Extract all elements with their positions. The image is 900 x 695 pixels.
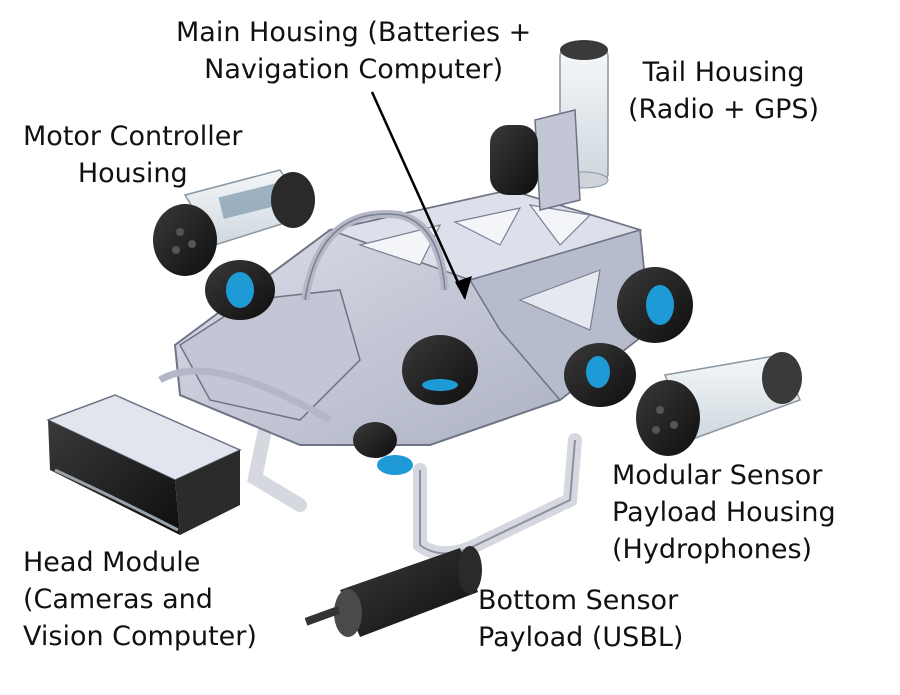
- head-module: [46, 394, 242, 535]
- thruster-center: [402, 335, 478, 405]
- main-frame: [158, 188, 652, 446]
- thruster-mid-right: [564, 343, 636, 407]
- main-housing-arrow: [370, 91, 472, 300]
- head-module-label: Head Module (Cameras and Vision Computer…: [23, 547, 257, 652]
- thruster-rear-right: [617, 267, 693, 343]
- modular-sensor-payload-housing: [636, 352, 802, 456]
- thruster-bottom: [353, 422, 413, 475]
- bottom-sensor-payload: [304, 546, 482, 637]
- main-housing-label: Main Housing (Batteries + Navigation Com…: [176, 17, 532, 85]
- tail-housing: [490, 40, 609, 211]
- motor-controller-housing: [153, 169, 315, 276]
- tail-housing-label: Tail Housing (Radio + GPS): [628, 57, 820, 125]
- modular-sensor-label: Modular Sensor Payload Housing (Hydropho…: [612, 460, 836, 565]
- thruster-front-left: [205, 260, 275, 320]
- motor-controller-label: Motor Controller Housing: [23, 121, 243, 189]
- bottom-sensor-label: Bottom Sensor Payload (USBL): [478, 585, 684, 653]
- skid-rails: [247, 423, 582, 561]
